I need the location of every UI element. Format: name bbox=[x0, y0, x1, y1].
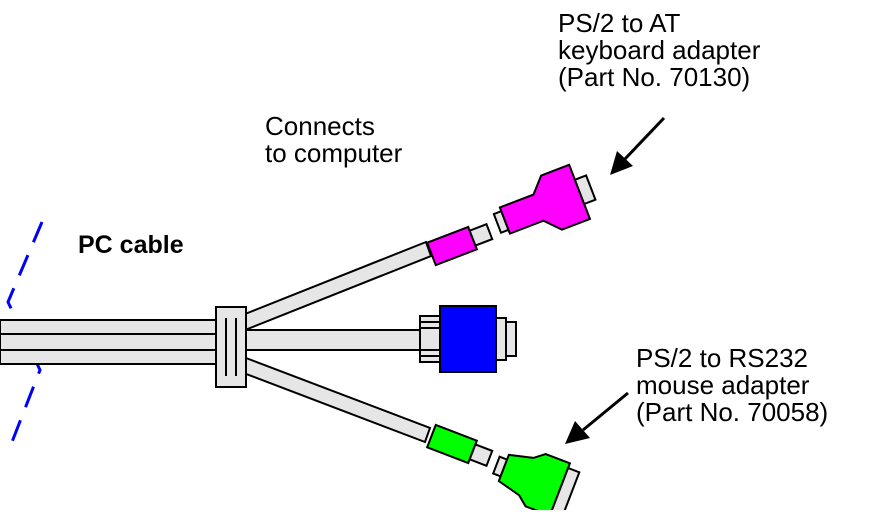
connects-to-computer-label: Connects to computer bbox=[265, 113, 402, 167]
mouse-ps2-plug bbox=[425, 423, 494, 468]
pc-cable-label: PC cable bbox=[78, 231, 184, 259]
cable-clamp bbox=[215, 306, 247, 388]
mouse-branch-cable bbox=[239, 356, 432, 444]
mouse-adapter-arrow bbox=[565, 391, 629, 444]
connects-label-line1: Connects bbox=[265, 111, 375, 141]
keyboard-adapter-label-line2: keyboard adapter bbox=[558, 35, 761, 65]
mouse-adapter-label-line1: PS/2 to RS232 bbox=[636, 343, 808, 373]
main-cable-bundle bbox=[0, 319, 233, 365]
keyboard-adapter-arrow bbox=[610, 116, 666, 175]
keyboard-adapter-label: PS/2 to AT keyboard adapter (Part No. 70… bbox=[558, 10, 760, 91]
mouse-adapter-label-line3: (Part No. 70058) bbox=[636, 397, 829, 427]
connects-label-line2: to computer bbox=[265, 138, 403, 168]
mouse-adapter-label: PS/2 to RS232 mouse adapter (Part No. 70… bbox=[636, 345, 828, 426]
ps2-to-at-keyboard-adapter bbox=[492, 163, 597, 235]
keyboard-adapter-label-line1: PS/2 to AT bbox=[558, 8, 681, 38]
video-connector bbox=[419, 305, 517, 373]
keyboard-ps2-plug bbox=[425, 222, 494, 267]
keyboard-branch-cable bbox=[238, 240, 433, 332]
ps2-to-rs232-mouse-adapter bbox=[491, 452, 581, 515]
keyboard-adapter-label-line3: (Part No. 70130) bbox=[558, 62, 751, 92]
mouse-adapter-label-line2: mouse adapter bbox=[636, 370, 810, 400]
video-branch-cable bbox=[239, 329, 421, 351]
